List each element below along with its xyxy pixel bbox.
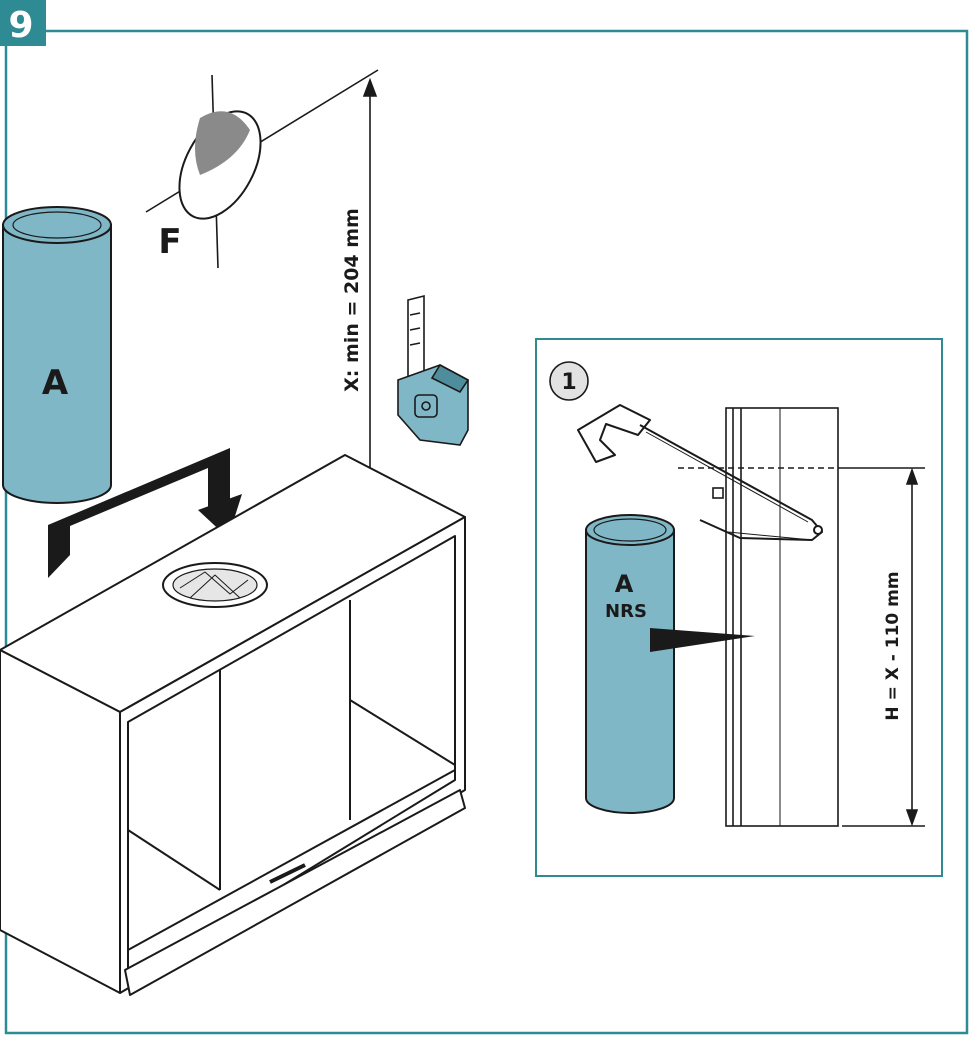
flue-hole-label: F [158, 222, 181, 262]
dimension-h-label: H = X - 110 mm [883, 571, 903, 720]
step-number: 9 [8, 5, 33, 46]
outer-frame [4, 29, 969, 1035]
inset-pipe-sublabel: NRS [605, 601, 647, 622]
pipe-a-nrs [585, 514, 675, 814]
pipe-a [2, 206, 112, 504]
cabinet [0, 454, 466, 996]
inset-pipe-label: A [615, 570, 634, 598]
wall-section [712, 407, 839, 827]
dimension-h [842, 467, 925, 827]
inset-number-badge: 1 [549, 361, 589, 401]
dimension-x-label: X: min = 204 mm [341, 208, 363, 392]
hacksaw-icon [577, 404, 823, 541]
step-badge: 9 [0, 0, 46, 46]
tape-measure-icon [397, 294, 470, 446]
flue-hole [145, 69, 379, 269]
pointer-wedge [650, 628, 755, 652]
inset-number: 1 [561, 370, 576, 395]
pipe-a-label: A [42, 363, 69, 403]
